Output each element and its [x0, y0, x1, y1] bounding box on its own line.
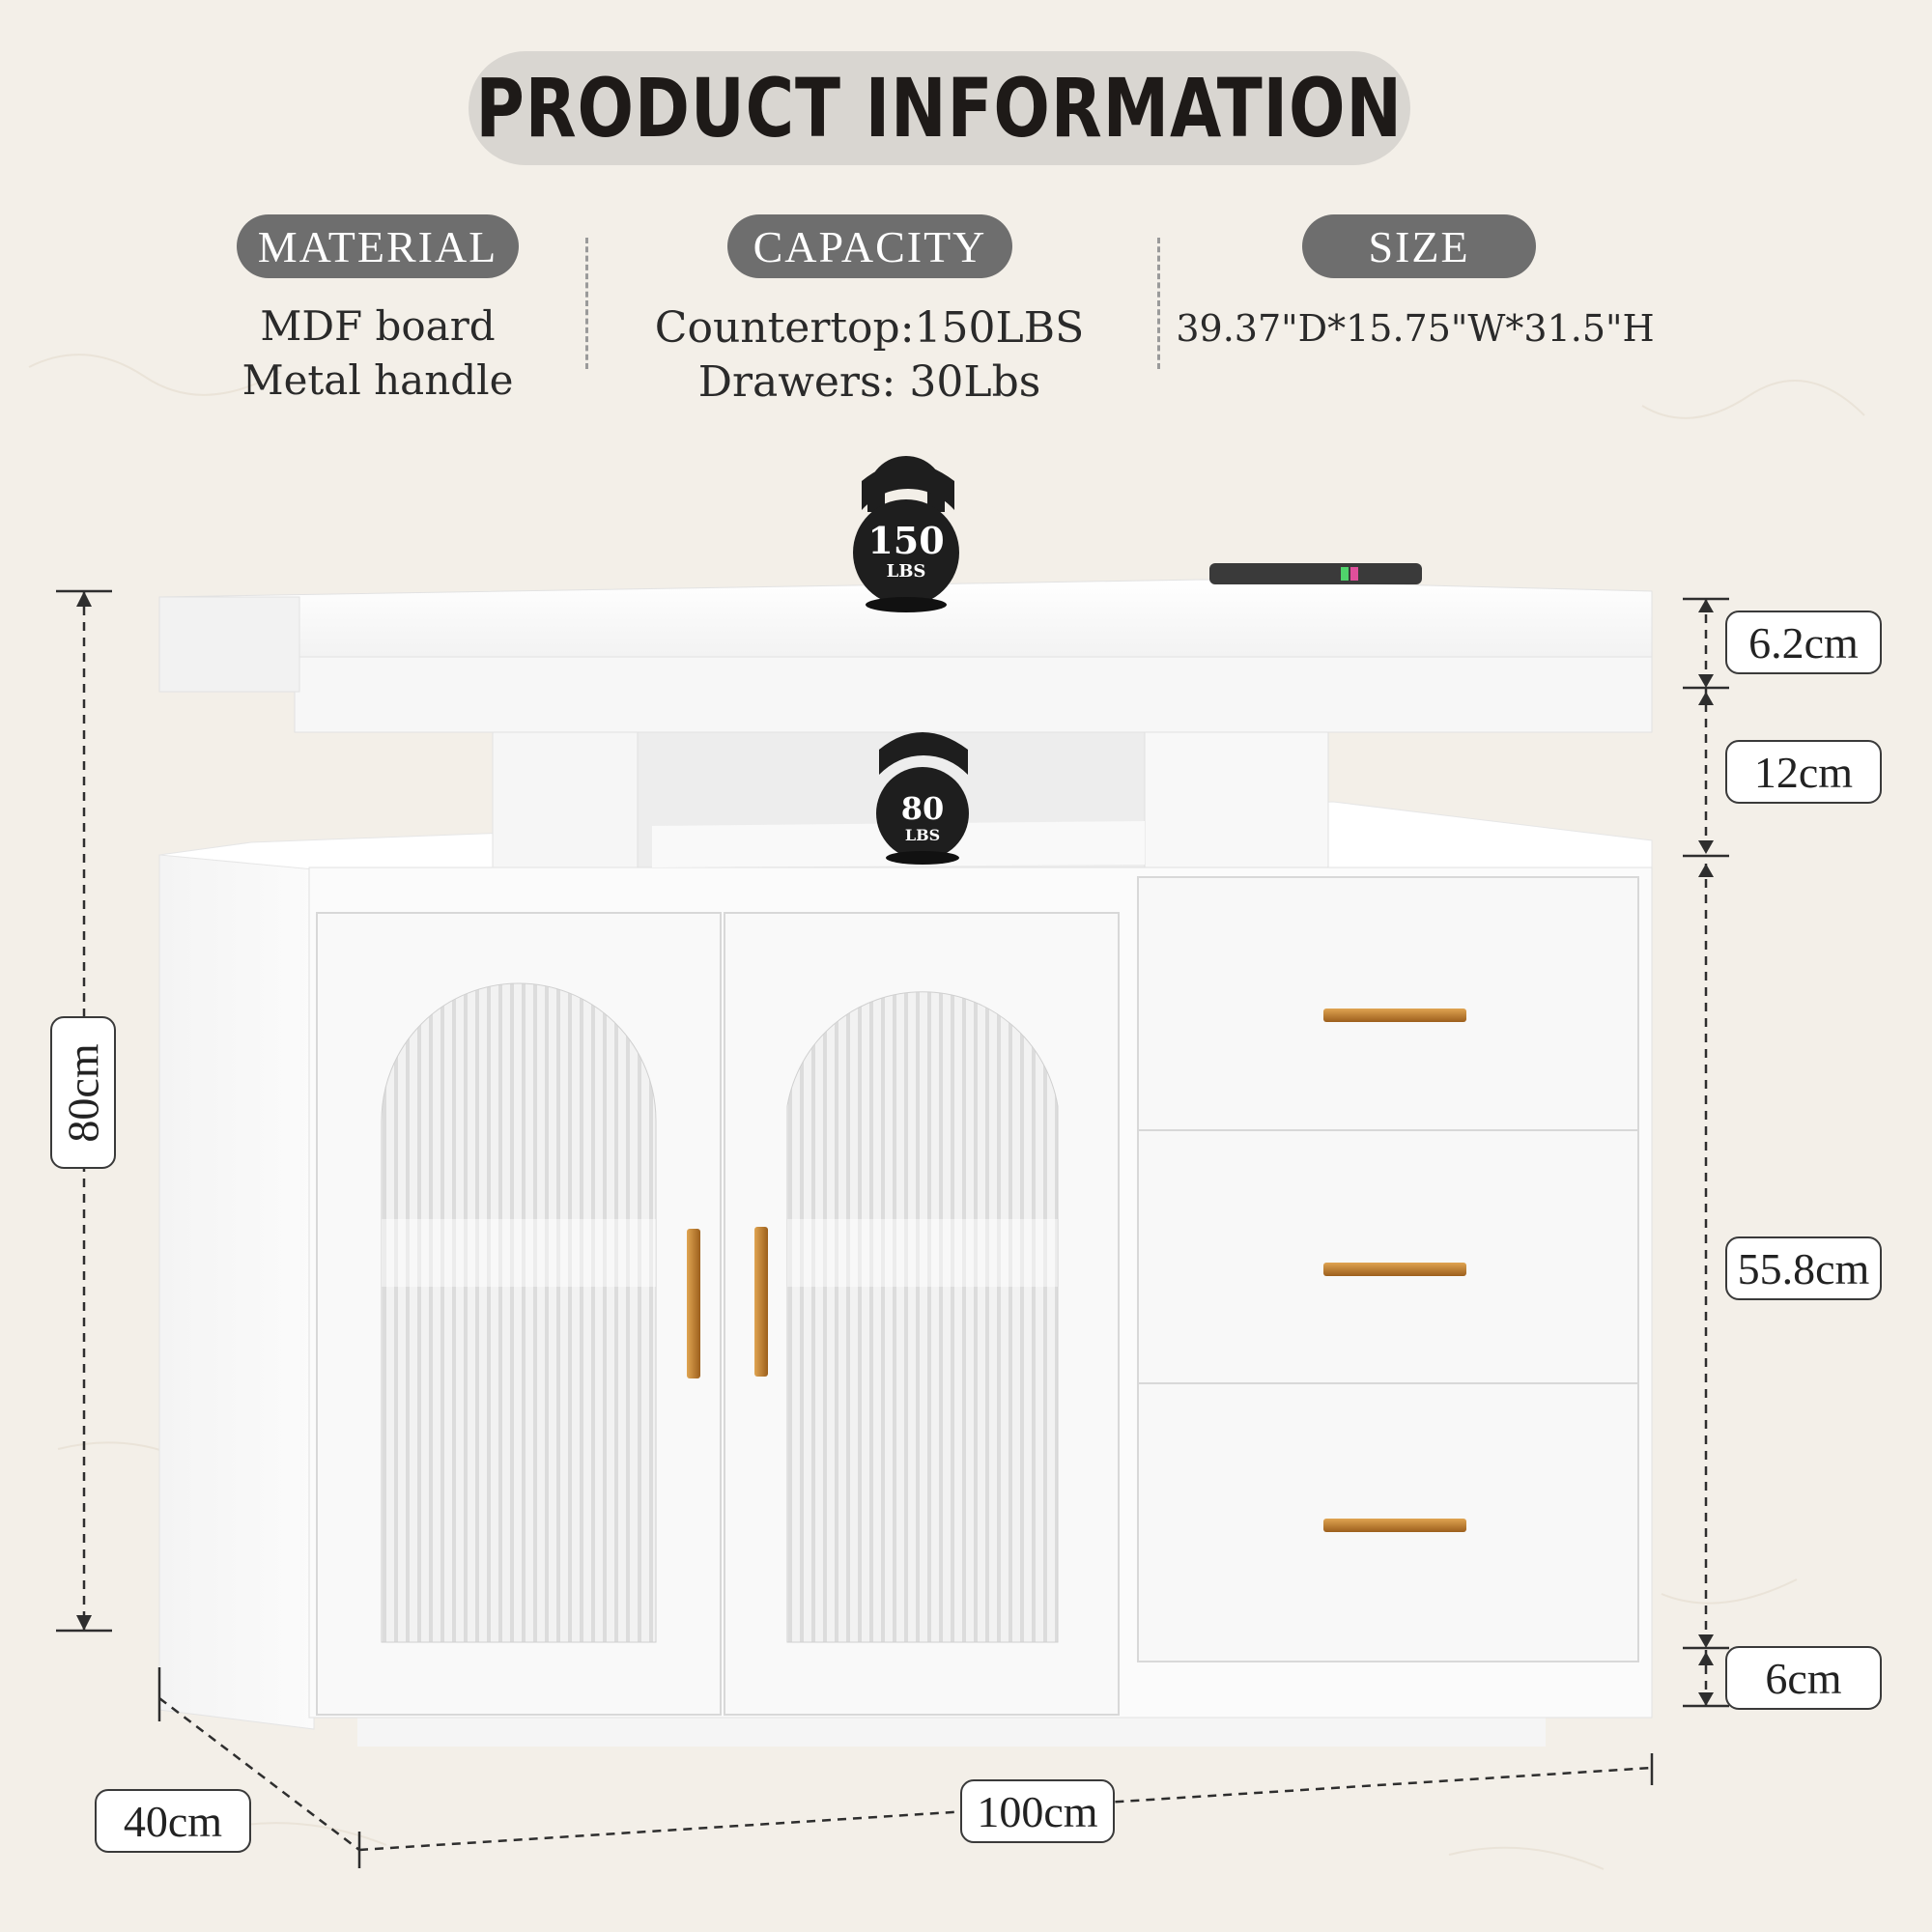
page-title: PRODUCT INFORMATION: [475, 61, 1404, 156]
separator-1: [585, 238, 588, 369]
top-thickness-label: 6.2cm: [1725, 611, 1882, 674]
right-door-glass: [786, 991, 1059, 1643]
separator-2: [1157, 238, 1160, 369]
base-height-label: 6cm: [1725, 1646, 1882, 1710]
depth-label: 40cm: [95, 1789, 251, 1853]
kettlebell-80-icon: [876, 732, 969, 865]
size-tag: SIZE: [1302, 214, 1536, 278]
width-label: 100cm: [960, 1779, 1115, 1843]
riser-left: [492, 722, 639, 868]
height-label: 80cm: [50, 1016, 116, 1169]
depth-line: [158, 1697, 360, 1851]
capacity-tag: CAPACITY: [727, 214, 1012, 278]
title-banner: PRODUCT INFORMATION: [469, 51, 1410, 165]
material-info: MDF board Metal handle: [193, 299, 562, 408]
weight-shelf-value: 80: [900, 790, 945, 827]
capacity-line-2: Drawers: 30Lbs: [697, 357, 1041, 407]
kettlebell-150-icon: [853, 456, 959, 612]
material-line-2: Metal handle: [242, 356, 514, 404]
weight-shelf-unit: LBS: [904, 826, 941, 844]
drawer-2-handle: [1323, 1263, 1466, 1276]
size-info: 39.37"D*15.75"W*31.5"H: [1174, 301, 1657, 355]
drawer-1-handle: [1323, 1009, 1466, 1022]
countertop-edge: [294, 656, 1653, 733]
capacity-info: Countertop:150LBS Drawers: 30Lbs: [618, 301, 1121, 410]
weight-top-value: 150: [867, 519, 945, 562]
material-tag: MATERIAL: [237, 214, 519, 278]
countertop-side: [158, 596, 300, 693]
drawer-3-handle: [1323, 1519, 1466, 1532]
size-line-1: 39.37"D*15.75"W*31.5"H: [1176, 307, 1655, 350]
body-height-label: 55.8cm: [1725, 1236, 1882, 1300]
charging-pad: [1209, 563, 1422, 584]
right-door-handle: [754, 1227, 768, 1377]
shelf-gap-label: 12cm: [1725, 740, 1882, 804]
left-door-handle: [687, 1229, 700, 1378]
material-line-1: MDF board: [260, 302, 496, 350]
cabinet-side: [158, 854, 315, 1730]
weight-top-unit: LBS: [886, 561, 926, 582]
capacity-line-1: Countertop:150LBS: [654, 303, 1085, 353]
height-label-text: 80cm: [58, 1042, 108, 1143]
left-door-glass: [381, 982, 657, 1643]
